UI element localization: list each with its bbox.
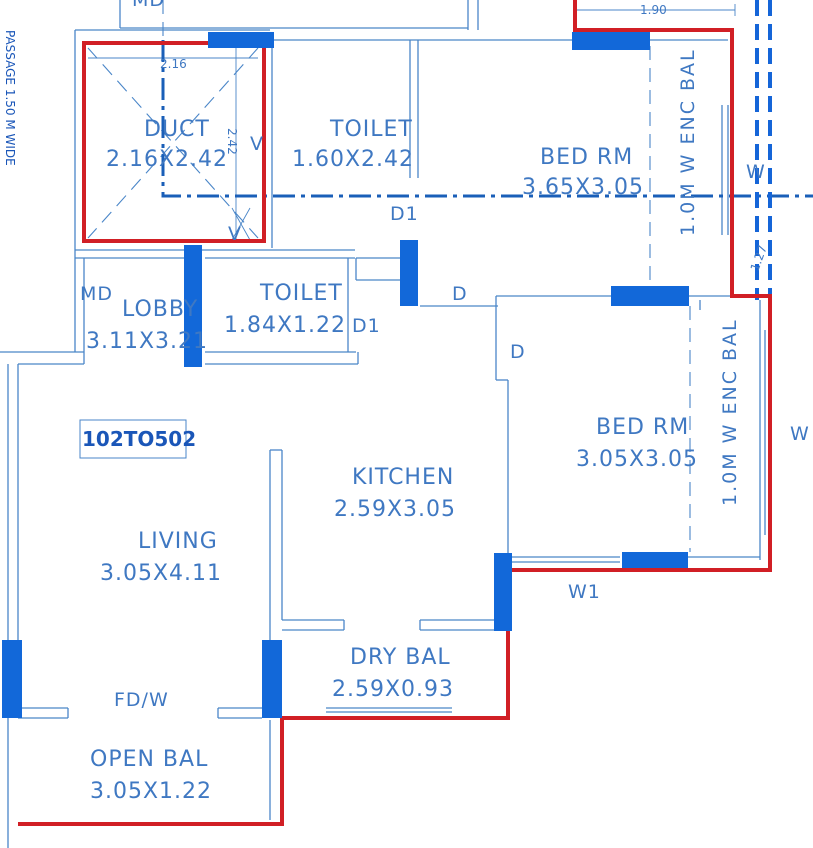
kitchen-name: KITCHEN: [352, 465, 454, 490]
bed-top-size: 3.65X3.05: [522, 175, 644, 200]
top-right-dim: 1.90: [640, 3, 667, 17]
guide-lines: [162, 0, 736, 552]
d1-top-label: D1: [390, 203, 419, 225]
toilet-top-size: 1.60X2.42: [292, 147, 414, 172]
vent-top-label: V: [250, 133, 264, 155]
vent-bottom-label: V: [228, 223, 242, 245]
md-top-label: MD: [132, 0, 165, 11]
wall-blocks: [2, 32, 689, 718]
fd-w-label: FD/W: [114, 689, 169, 711]
duct-outline: [82, 41, 266, 243]
axis-line: [161, 40, 813, 198]
window-w1-label: W1: [568, 581, 601, 603]
dry-bal-size: 2.59X0.93: [332, 677, 454, 702]
living-size: 3.05X4.11: [100, 561, 222, 586]
toilet-mid-size: 1.84X1.22: [224, 313, 346, 338]
lobby-size: 3.11X3.21: [86, 329, 208, 354]
door-label-a: D: [452, 283, 468, 305]
bed-right-name: BED RM: [596, 415, 689, 440]
open-bal-name: OPEN BAL: [90, 747, 208, 772]
bed-right-size: 3.05X3.05: [576, 447, 698, 472]
window-top-label: W: [746, 161, 766, 183]
d1-label: D1: [352, 315, 381, 337]
duct-name: DUCT: [144, 117, 210, 142]
duct-hatch: [87, 47, 259, 241]
bed-top-name: BED RM: [540, 145, 633, 170]
toilet-top-name: TOILET: [329, 117, 413, 142]
toilet-mid-name: TOILET: [259, 281, 343, 306]
enc-bal-top-label: 1.0M W ENC BAL: [677, 48, 699, 236]
passage-label: PASSAGE 1.50 M WIDE: [3, 30, 17, 166]
dry-bal-name: DRY BAL: [350, 645, 451, 670]
small-bal-dim: 1.27: [748, 243, 770, 273]
living-name: LIVING: [138, 529, 218, 554]
flat-tag-box: [79, 419, 187, 459]
window-right-label: W: [790, 423, 810, 445]
enc-bal-right-label: 1.0M W ENC BAL: [719, 318, 741, 506]
lobby-name: LOBBY: [122, 297, 198, 322]
md-label: MD: [80, 283, 113, 305]
duct-width-dim: 2.16: [160, 57, 187, 71]
duct-height-dim: 2.42: [225, 128, 239, 155]
duct-size: 2.16X2.42: [106, 147, 228, 172]
door-label-b: D: [510, 341, 526, 363]
open-bal-size: 3.05X1.22: [90, 779, 212, 804]
walls: [0, 0, 766, 848]
flat-outline: [18, 0, 772, 826]
kitchen-size: 2.59X3.05: [334, 497, 456, 522]
flat-tag: 102TO502: [82, 427, 196, 451]
